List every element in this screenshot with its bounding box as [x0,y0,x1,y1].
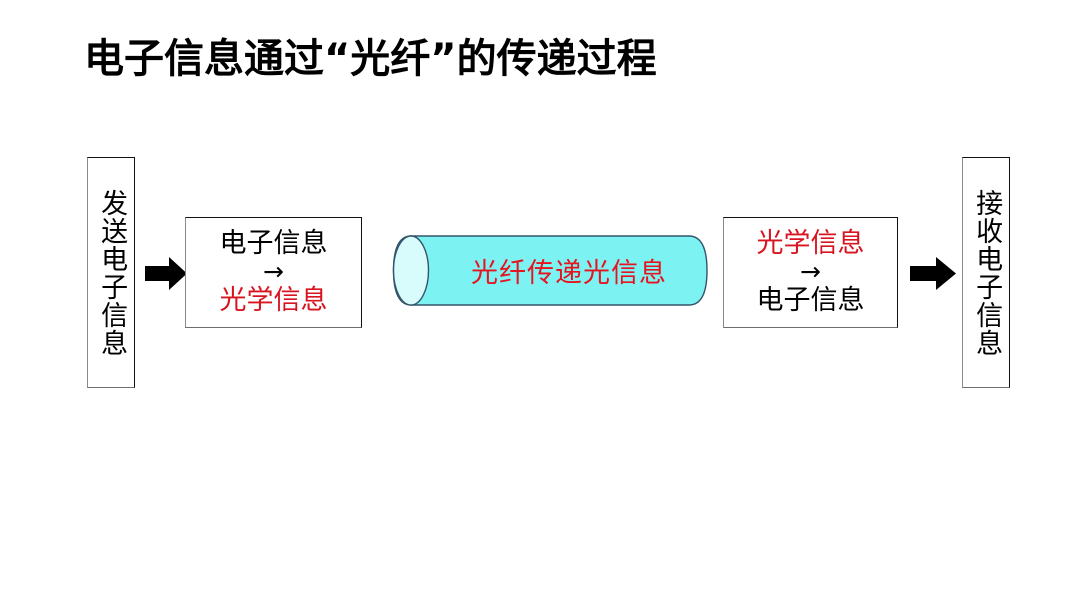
flow-arrow-right-1 [145,257,187,290]
optical-fiber-cylinder [391,230,709,311]
flow-arrow-right-2 [910,257,956,290]
o2e-arrow-glyph-icon: → [800,257,821,287]
e2o-arrow-glyph-icon: → [263,257,284,287]
o2e-line-1: 光学信息 [756,227,865,259]
send-electronic-info-box: 发送电子信息 [87,157,135,388]
electronic-to-optical-box: 电子信息 → 光学信息 [185,217,362,328]
o2e-line-3: 电子信息 [756,284,865,316]
page-title: 电子信息通过“光纤”的传递过程 [84,36,657,82]
send-electronic-info-label: 发送电子信息 [96,188,128,357]
receive-electronic-info-box: 接收电子信息 [962,157,1010,388]
receive-electronic-info-label: 接收电子信息 [971,188,1003,357]
e2o-line-1: 电子信息 [219,227,328,259]
optical-to-electronic-box: 光学信息 → 电子信息 [723,217,898,328]
e2o-line-3: 光学信息 [219,284,328,316]
